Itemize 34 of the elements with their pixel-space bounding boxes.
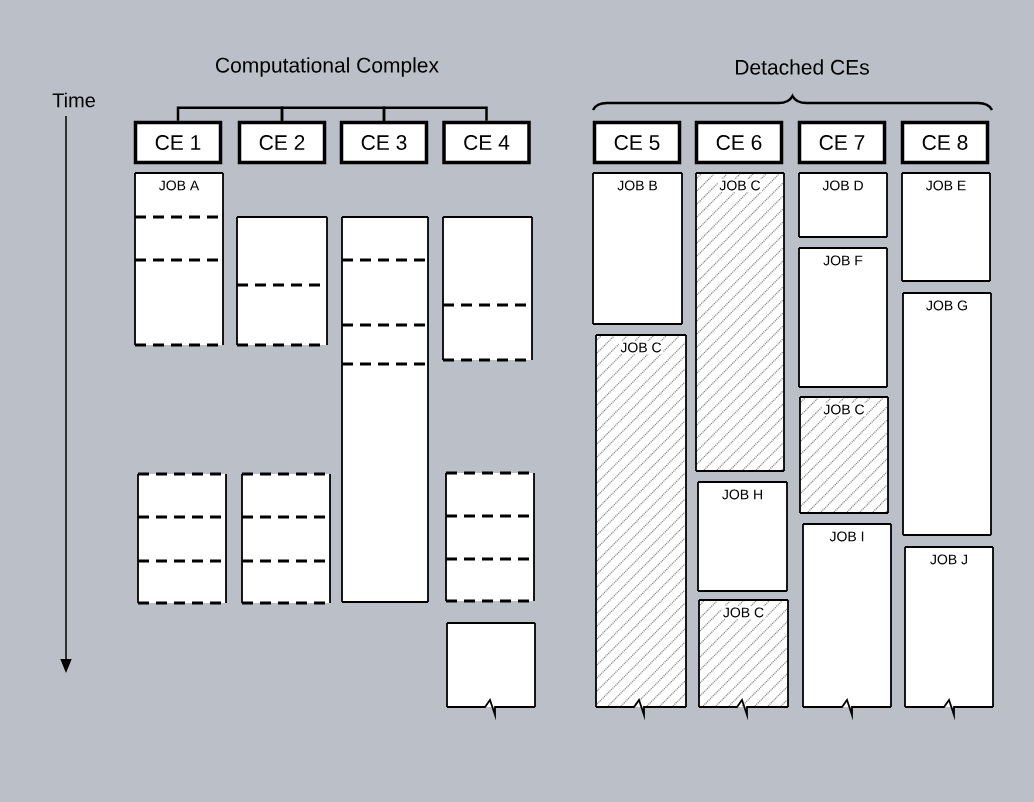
connector-line (280, 106, 386, 121)
job-box: JOB A (134, 172, 224, 347)
job-box: JOB B (592, 172, 683, 325)
axis-label: Time (52, 92, 95, 108)
processor-box: CE 5 (592, 120, 682, 165)
job-box: JOB C (698, 599, 789, 721)
connector-line (176, 106, 284, 121)
job-box: JOB C (695, 172, 785, 472)
job-box: JOB D (798, 172, 888, 238)
processor-box: CE 1 (133, 120, 223, 165)
job-box: JOB H (697, 481, 788, 592)
processor-box: CE 3 (339, 120, 429, 165)
processor-box: CE 8 (900, 120, 990, 165)
processor-box: CE 4 (442, 120, 531, 165)
connector-line (382, 106, 488, 121)
processor-box: CE 7 (797, 120, 887, 165)
job-box: JOB C (595, 334, 687, 721)
time-slot-box (137, 472, 227, 605)
time-slot-box (236, 216, 328, 347)
time-slot-box (445, 471, 535, 603)
job-box: JOB E (901, 172, 991, 282)
time-slot-box (442, 216, 533, 362)
job-box: JOB C (799, 396, 889, 514)
time-slot-box (446, 622, 536, 721)
job-box: JOB J (904, 546, 994, 721)
processor-box: CE 2 (237, 120, 327, 165)
job-box: JOB I (802, 523, 892, 721)
group-heading: Detached CEs (736, 59, 869, 75)
group-heading: Computational Complex (216, 57, 439, 77)
processor-box: CE 6 (694, 120, 784, 165)
time-slot-box (341, 216, 429, 603)
time-slot-box (241, 472, 331, 605)
job-box: JOB F (798, 247, 888, 388)
job-box: JOB G (902, 292, 992, 536)
